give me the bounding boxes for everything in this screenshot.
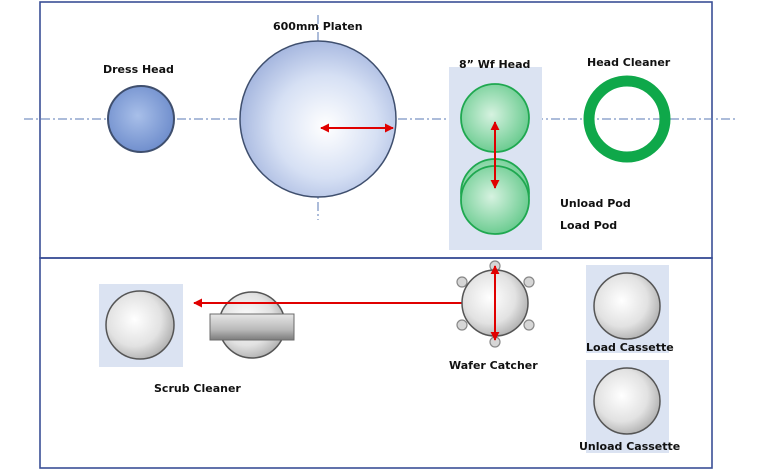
wafer-catcher-label: Wafer Catcher <box>449 359 538 372</box>
head-cleaner-label: Head Cleaner <box>587 56 671 69</box>
platen-label: 600mm Platen <box>273 20 363 33</box>
load-cassette-label: Load Cassette <box>586 341 674 354</box>
scrub-brush-bar <box>209 313 295 341</box>
catcher-pin-right-bottom <box>523 319 535 331</box>
platen-disc <box>239 40 397 198</box>
unload-cassette-wafer <box>593 367 661 435</box>
unload-pod-label: Unload Pod <box>560 197 631 210</box>
catcher-pin-right-top <box>523 276 535 288</box>
dress-head-disc <box>107 85 175 153</box>
scrub-cleaner-wafer <box>105 290 175 360</box>
catcher-pin-left-bottom <box>456 319 468 331</box>
dress-head-label: Dress Head <box>103 63 174 76</box>
scrub-cleaner-label: Scrub Cleaner <box>154 382 241 395</box>
handling-module-frame <box>39 257 713 469</box>
load-cassette-wafer <box>593 272 661 340</box>
unload-cassette-label: Unload Cassette <box>579 440 681 453</box>
wf-head-label: 8” Wf Head <box>459 58 531 71</box>
catcher-pin-left-top <box>456 276 468 288</box>
load-pod-label: Load Pod <box>560 219 618 232</box>
head-cleaner-ring <box>583 75 671 163</box>
